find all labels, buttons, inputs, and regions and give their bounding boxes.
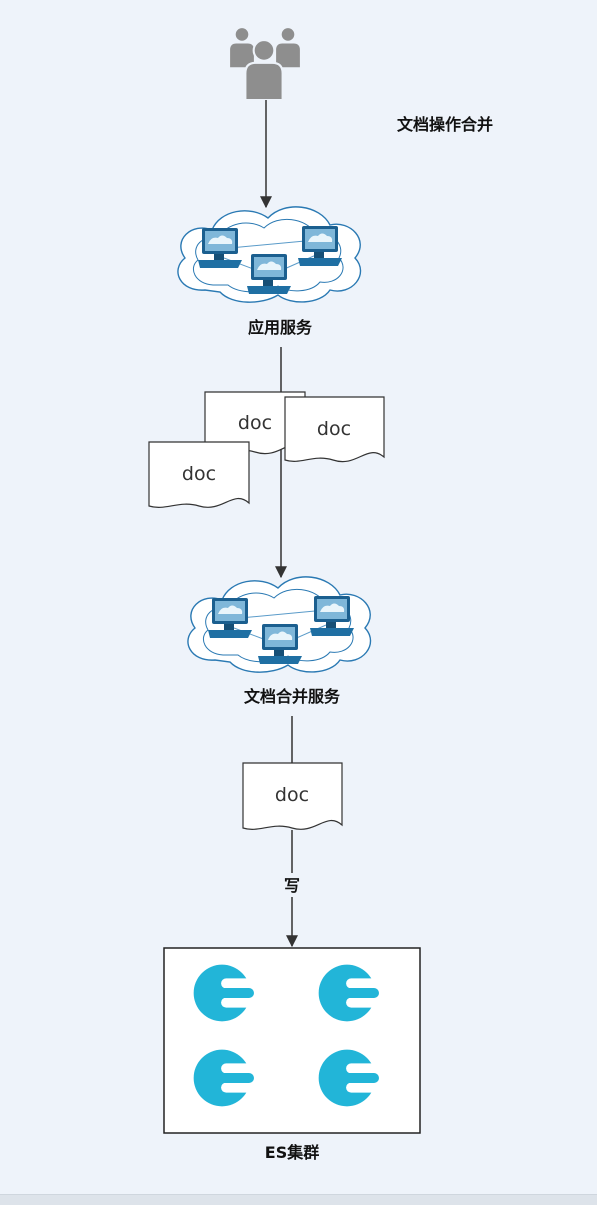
es-cluster-label: ES集群 [265, 1143, 319, 1162]
edge-label-write: 写 [284, 876, 300, 895]
app-service-label: 应用服务 [248, 318, 313, 337]
merge-service-label: 文档合并服务 [244, 687, 341, 706]
bottom-scrollbar-area [0, 1194, 597, 1205]
es-cluster [163, 947, 421, 1134]
diagram-title: 文档操作合并 [397, 115, 493, 134]
doc-label: doc [182, 463, 216, 485]
users-icon [228, 26, 302, 100]
doc-node-4: doc [242, 762, 343, 830]
merge-service-node [187, 576, 372, 673]
doc-label: doc [275, 784, 309, 806]
doc-node-2: doc [284, 396, 385, 463]
app-service-node [177, 206, 362, 303]
doc-label: doc [238, 412, 272, 434]
doc-node-3: doc [148, 441, 250, 508]
doc-label: doc [317, 418, 351, 440]
